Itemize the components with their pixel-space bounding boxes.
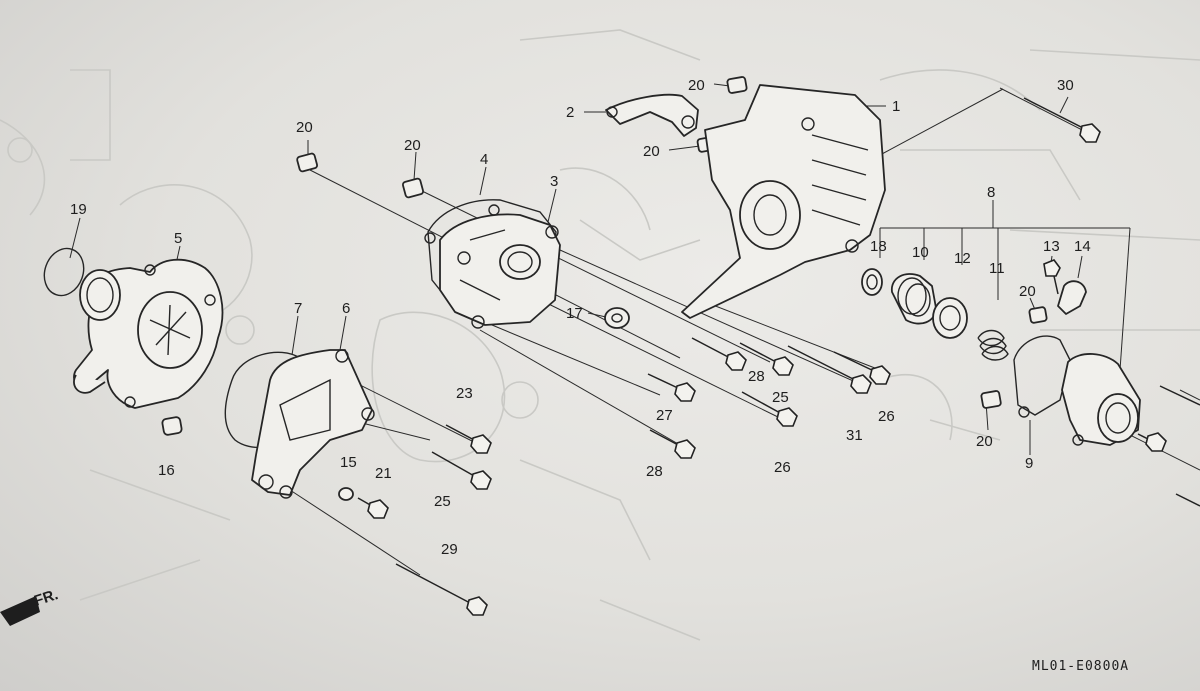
- callout-31: 31: [846, 427, 863, 444]
- callout-3: 3: [550, 173, 558, 190]
- callout-5: 5: [174, 230, 182, 247]
- part-seal-17: [604, 307, 630, 329]
- callout-21: 21: [375, 465, 392, 482]
- drawing-code: ML01-E0800A: [1032, 659, 1129, 674]
- callout-20-d: 20: [643, 143, 660, 160]
- callout-17: 17: [566, 305, 583, 322]
- callout-9: 9: [1025, 455, 1033, 472]
- part-seal-12: [932, 297, 968, 339]
- background-ghost-print: [0, 29, 1200, 641]
- callout-16: 16: [158, 462, 175, 479]
- callout-13: 13: [1043, 238, 1060, 255]
- callout-10: 10: [912, 244, 929, 261]
- direction-label: FR.: [32, 586, 60, 610]
- front-direction-arrow: FR.: [0, 586, 60, 626]
- leader-lines: [69, 83, 1200, 576]
- callout-labels: 1 2 3 4 5 6 7 8 9 10 11 12 13 14 15 16 1…: [70, 77, 1091, 558]
- part-bolt-21: [357, 497, 389, 519]
- callout-30: 30: [1057, 77, 1074, 94]
- callout-28-b: 28: [646, 463, 663, 480]
- callout-14: 14: [1074, 238, 1091, 255]
- part-case-3: [439, 213, 561, 329]
- callout-12: 12: [954, 250, 971, 267]
- part-washer-15: [338, 487, 354, 501]
- part-washer-18: [861, 268, 883, 296]
- callout-29: 29: [441, 541, 458, 558]
- part-fitting-14: [1057, 280, 1087, 315]
- callout-18: 18: [870, 238, 887, 255]
- callout-20-f: 20: [976, 433, 993, 450]
- part-collar-20: [296, 76, 1048, 409]
- callout-20-e: 20: [1019, 283, 1036, 300]
- callout-20-b: 20: [404, 137, 421, 154]
- part-bellows-10: [891, 273, 937, 325]
- callout-25-b: 25: [434, 493, 451, 510]
- part-spring-11: [977, 329, 1009, 361]
- callout-26-a: 26: [878, 408, 895, 425]
- callout-6: 6: [342, 300, 350, 317]
- callout-20-c: 20: [688, 77, 705, 94]
- part-bleed-screw-13: [1043, 259, 1061, 295]
- callout-27: 27: [656, 407, 673, 424]
- callout-15: 15: [340, 454, 357, 471]
- part-bolts: [395, 97, 1200, 616]
- part-pump-body-5: [73, 258, 224, 409]
- part-pump-cover-6: [251, 349, 375, 499]
- callout-2: 2: [566, 104, 574, 121]
- callout-1: 1: [892, 98, 900, 115]
- callout-28-a: 28: [748, 368, 765, 385]
- part-bracket-2: [605, 93, 699, 137]
- callout-20-a: 20: [296, 119, 313, 136]
- part-housing-9: [1013, 335, 1141, 446]
- callout-26-b: 26: [774, 459, 791, 476]
- callout-25-a: 25: [772, 389, 789, 406]
- callout-4: 4: [480, 151, 488, 168]
- part-dowel-16: [161, 416, 183, 436]
- part-cover-1: [681, 84, 886, 319]
- callout-11: 11: [989, 260, 1005, 277]
- part-o-ring-19: [43, 247, 85, 297]
- callout-7: 7: [294, 300, 302, 317]
- callout-8: 8: [987, 184, 995, 201]
- callout-19: 19: [70, 201, 87, 218]
- callout-23: 23: [456, 385, 473, 402]
